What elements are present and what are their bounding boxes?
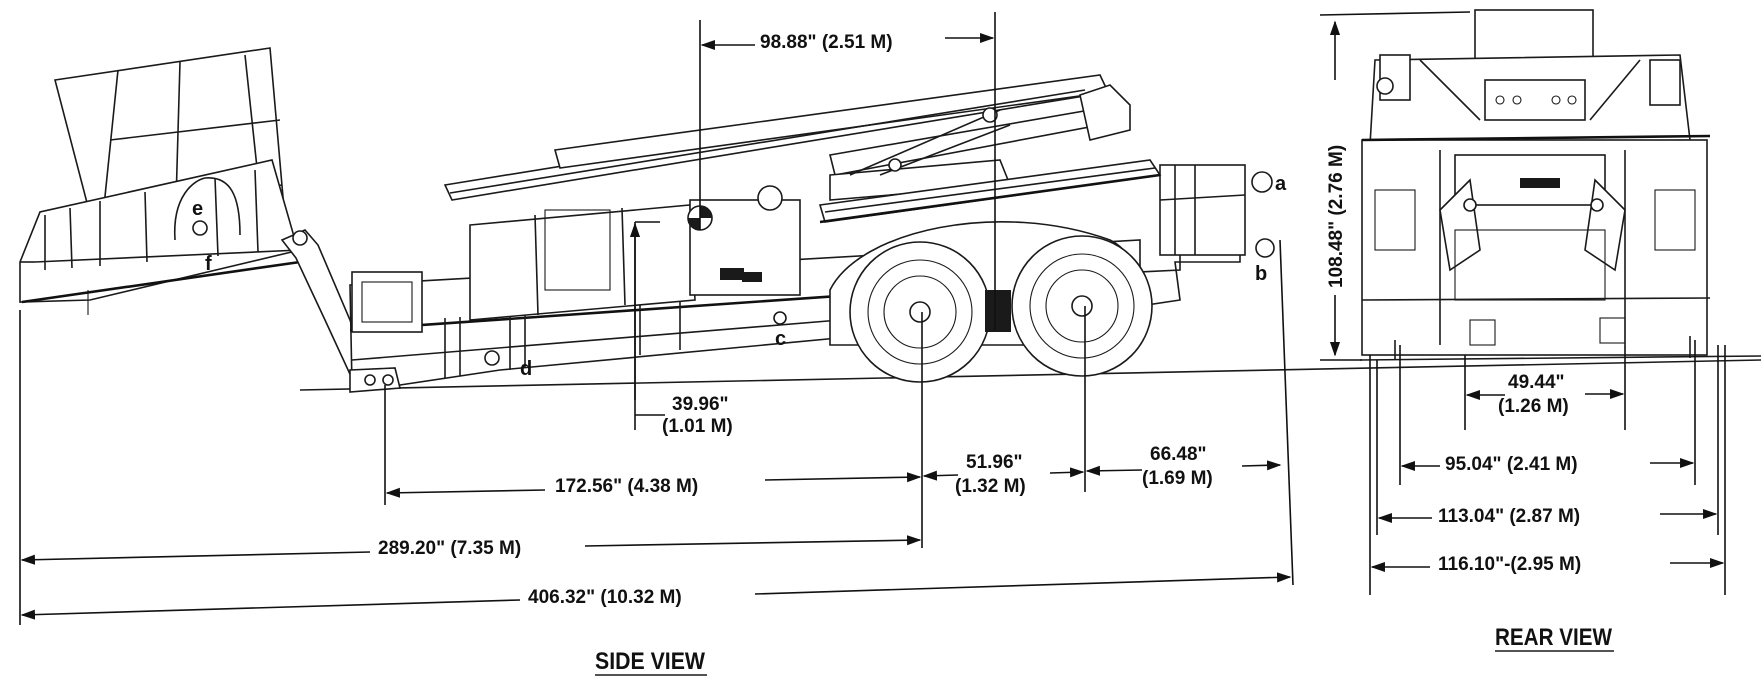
dim-track: 95.04" (2.41 M) <box>1445 454 1578 475</box>
point-label-e: e <box>192 198 203 220</box>
point-label-f: f <box>205 253 212 275</box>
side-view-dimensions: 98.88" (2.51 M) 39.96" (1.01 M) 172.56" … <box>19 12 1294 676</box>
dim-boom-offset: 98.88" (2.51 M) <box>760 32 893 53</box>
rear-view-title: REAR VIEW <box>1495 624 1612 651</box>
dim-rear-overhang-line2: (1.69 M) <box>1142 468 1213 489</box>
dim-overall-height: 108.48" (2.76 M) <box>1326 145 1347 288</box>
dim-axle-spacing-line2: (1.32 M) <box>955 476 1026 497</box>
rear-view-drawing <box>1359 9 1761 361</box>
side-view-title: SIDE VIEW <box>595 648 705 675</box>
dim-overall-width: 116.10"-(2.95 M) <box>1438 554 1581 575</box>
dim-inner-track-line1: 49.44" <box>1508 372 1565 393</box>
point-label-c: c <box>775 328 786 350</box>
crane-boom <box>443 74 1162 224</box>
rear-view-dimensions: 108.48" (2.76 M) 49.44" (1.26 M) 95.04" … <box>1319 11 1726 652</box>
dim-inner-track-line2: (1.26 M) <box>1498 396 1569 417</box>
spade-assembly <box>19 47 372 386</box>
dim-axle-spacing-line1: 51.96" <box>966 452 1023 473</box>
point-label-d: d <box>520 358 532 380</box>
point-label-a: a <box>1275 173 1287 195</box>
rear-wheels <box>829 220 1153 383</box>
dim-width-tires: 113.04" (2.87 M) <box>1438 506 1580 527</box>
ground-line <box>299 359 1761 391</box>
dim-axle-to-pivot: 172.56" (4.38 M) <box>555 476 698 497</box>
dim-cg-height-line2: (1.01 M) <box>662 416 733 437</box>
rear-ground-line <box>1359 355 1761 361</box>
point-label-b: b <box>1255 263 1267 285</box>
dim-front-to-axle: 289.20" (7.35 M) <box>378 538 521 559</box>
dim-cg-height-line1: 39.96" <box>672 394 729 415</box>
dim-overall-length: 406.32" (10.32 M) <box>528 587 682 608</box>
dim-rear-overhang-line1: 66.48" <box>1150 444 1207 465</box>
